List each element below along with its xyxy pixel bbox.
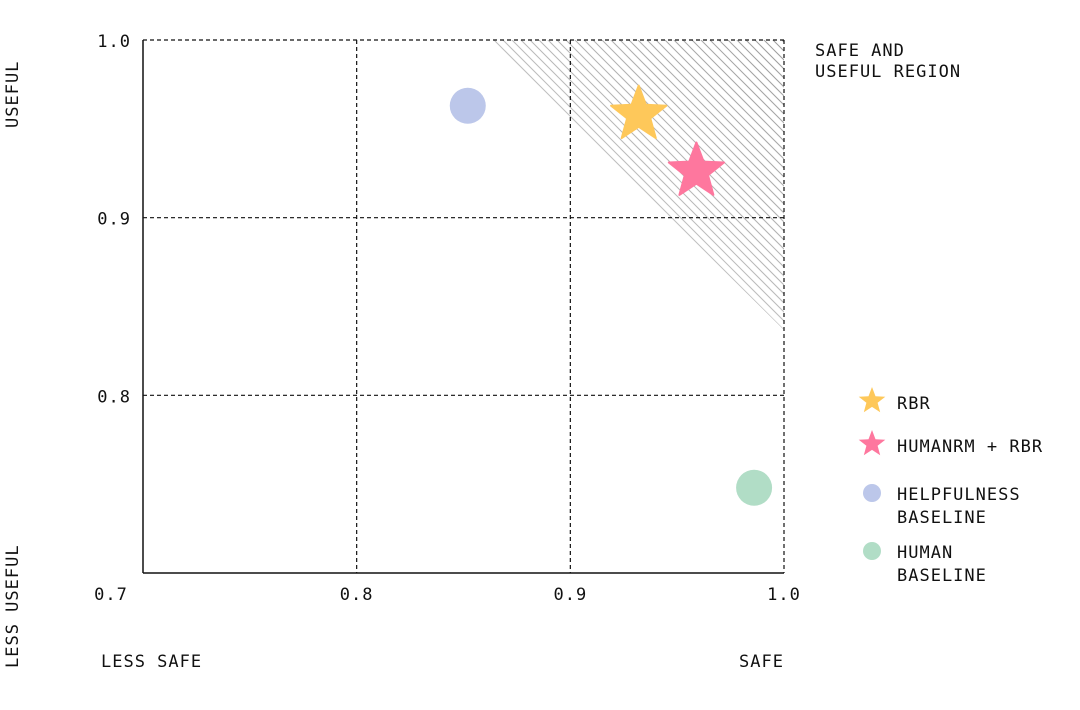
hatch-line (490, 40, 778, 330)
hatch-line (627, 40, 784, 330)
hatch-line (681, 40, 784, 330)
hatch-line (672, 40, 784, 330)
axes (142, 40, 784, 574)
hatch-line (490, 40, 715, 330)
legend-star-icon-humanrm-rbr (858, 430, 886, 456)
data-points (449, 84, 773, 506)
hatch-line (490, 40, 661, 330)
legend-label-human-baseline: BASELINE (897, 566, 987, 586)
hatch-line (555, 40, 784, 330)
hatch-line (490, 40, 679, 330)
hatch-line (528, 40, 784, 330)
hatch-line (490, 40, 571, 330)
hatch-line (490, 40, 784, 330)
region-annotation-line2: USEFUL REGION (815, 62, 961, 82)
circle-marker-human-baseline (736, 469, 773, 506)
hatch-line (490, 40, 607, 330)
hatch-line (490, 40, 652, 330)
star-marker-humanrm-rbr (667, 141, 725, 196)
hatch-line (537, 40, 784, 330)
hatch-line (708, 40, 784, 330)
tick-labels: 0.7 0.8 0.9 1.0 0.8 0.9 1.0 (94, 32, 801, 605)
legend-label-human-baseline: HUMAN (897, 543, 953, 563)
hatch-line (490, 40, 688, 330)
grid (143, 39, 785, 573)
region-annotation-line1: SAFE AND (815, 41, 905, 61)
y-axis-label-high: USEFUL (3, 61, 23, 128)
hatch-line (490, 40, 697, 330)
hatch-line (490, 40, 625, 330)
hatch-line (490, 40, 580, 330)
hatch-line (490, 40, 589, 330)
hatch-line (654, 40, 784, 330)
hatch-line (160, 30, 480, 350)
hatch-line (490, 40, 742, 330)
hatch-line (490, 40, 670, 330)
hatch-line (490, 40, 769, 330)
hatch-line (490, 40, 634, 330)
legend-circle-icon-helpfulness-baseline (863, 484, 881, 502)
legend-star-icon-rbr (858, 387, 886, 413)
legend: RBR HUMANRM + RBR HELPFULNESS BASELINE H… (858, 387, 1043, 586)
star-marker-rbr (610, 84, 668, 140)
hatch-line (169, 30, 489, 350)
hatch-line (490, 40, 553, 330)
hatch-line (726, 40, 784, 330)
hatch-line (490, 40, 526, 330)
hatch-line (490, 40, 517, 330)
y-tick-label: 0.8 (97, 387, 131, 407)
hatch-line (490, 40, 724, 330)
circle-marker-helpfulness-baseline (449, 87, 486, 124)
hatch-line (490, 40, 544, 330)
hatch-line (490, 40, 784, 330)
x-axis-label-low: LESS SAFE (101, 652, 202, 672)
legend-circle-icon-human-baseline (863, 542, 881, 560)
hatch-line (490, 40, 643, 330)
hatch-line (618, 40, 784, 330)
y-tick-label: 1.0 (97, 32, 131, 52)
hatch-line (564, 40, 784, 330)
x-tick-label: 0.7 (94, 585, 128, 605)
hatch-line (492, 40, 784, 330)
hatch-line (591, 40, 784, 330)
legend-label-humanrm-rbr: HUMANRM + RBR (897, 437, 1043, 457)
x-tick-label: 0.8 (340, 585, 374, 605)
hatch-line (490, 40, 499, 330)
hatch-line (582, 40, 784, 330)
hatch-line (490, 40, 535, 330)
hatch-line (609, 40, 784, 330)
hatch-line (690, 40, 784, 330)
hatch-line (501, 40, 784, 330)
x-tick-label: 0.9 (553, 585, 587, 605)
hatch-line (600, 40, 784, 330)
hatch-line (699, 40, 784, 330)
hatch-line (490, 40, 598, 330)
hatch-line (490, 40, 616, 330)
x-axis-label-high: SAFE (739, 652, 784, 672)
hatch-line (510, 40, 784, 330)
y-axis-label-low: LESS USEFUL (3, 544, 23, 668)
hatch-line (636, 40, 784, 330)
legend-label-rbr: RBR (897, 394, 931, 414)
hatch-line (490, 40, 508, 330)
legend-label-helpfulness-baseline: HELPFULNESS (897, 485, 1021, 505)
hatch-line (573, 40, 784, 330)
hatch-line (490, 40, 751, 330)
hatch-line (490, 40, 562, 330)
x-tick-label: 1.0 (767, 585, 801, 605)
legend-label-helpfulness-baseline: BASELINE (897, 508, 987, 528)
hatch-line (717, 40, 784, 330)
hatch-line (490, 40, 706, 330)
y-tick-label: 0.9 (97, 210, 131, 230)
hatch-line (645, 40, 784, 330)
hatch-line (663, 40, 784, 330)
hatch-line (490, 40, 784, 330)
